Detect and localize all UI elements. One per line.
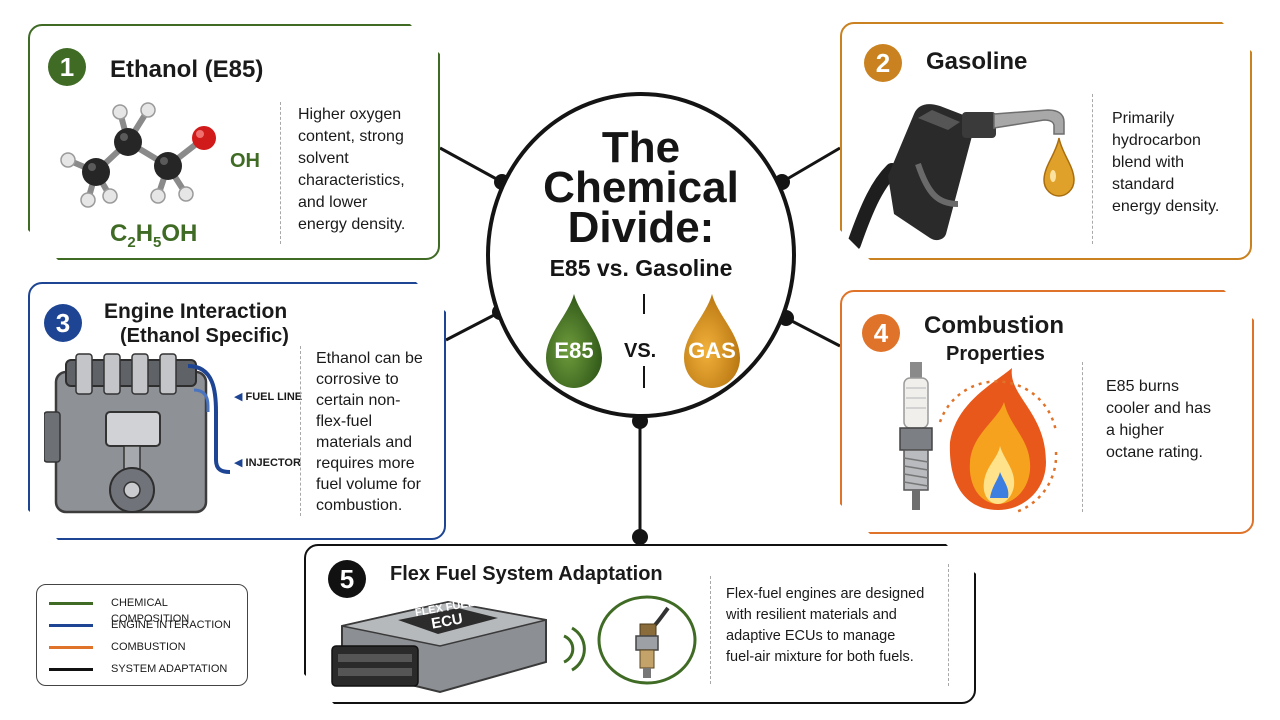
ethanol-molecule-icon	[50, 96, 260, 216]
center-title-circle: The Chemical Divide: E85 vs. Gasoline E8…	[486, 92, 796, 418]
center-title-line-3: Divide:	[490, 208, 792, 248]
legend-item-combustion: COMBUSTION	[49, 639, 245, 655]
center-subtitle: E85 vs. Gasoline	[490, 254, 792, 282]
legend: CHEMICAL COMPOSITION ENGINE INTERACTION …	[36, 584, 248, 686]
spark-plug-flame-icon	[886, 362, 1076, 522]
card-title-gasoline: Gasoline	[926, 48, 1027, 76]
card-number-3: 3	[44, 304, 82, 342]
legend-item-system: SYSTEM ADAPTATION	[49, 661, 245, 677]
o2-sensor-icon	[596, 594, 698, 686]
card-title-combustion: Combustion	[924, 312, 1064, 340]
card-title-engine: Engine Interaction	[104, 298, 287, 326]
legend-item-engine: ENGINE INTERACTION	[49, 617, 245, 633]
card-engine-interaction: 3 Engine Interaction (Ethanol Specific) …	[28, 282, 446, 540]
card-subtitle-engine: (Ethanol Specific)	[120, 324, 289, 348]
center-title-line-2: Chemical	[490, 168, 792, 208]
fuel-nozzle-icon	[848, 84, 1088, 254]
card-number-4: 4	[862, 314, 900, 352]
center-title-line-1: The	[490, 128, 792, 168]
vs-label: VS.	[624, 340, 656, 363]
card-number-1: 1	[48, 48, 86, 86]
connector-dot-6	[632, 529, 648, 545]
card-title-ethanol: Ethanol (E85)	[110, 56, 263, 84]
card-title-flex: Flex Fuel System Adaptation	[390, 560, 663, 588]
hydroxyl-label: OH	[230, 150, 260, 173]
fuel-line-arrow-icon: ◀	[234, 391, 246, 403]
fuel-line-label: ◀ FUEL LINE	[234, 390, 302, 404]
ethanol-formula: C2H5OH	[110, 220, 197, 251]
e85-drop-label: E85	[544, 338, 604, 364]
card-number-5: 5	[328, 560, 366, 598]
injector-arrow-icon: ◀	[234, 457, 246, 469]
engine-block-icon	[44, 352, 244, 524]
card-number-2: 2	[864, 44, 902, 82]
legend-item-chemical: CHEMICAL COMPOSITION	[49, 595, 245, 611]
gas-drop-label: GAS	[682, 338, 742, 364]
injector-label: ◀ INJECTOR	[234, 456, 301, 470]
